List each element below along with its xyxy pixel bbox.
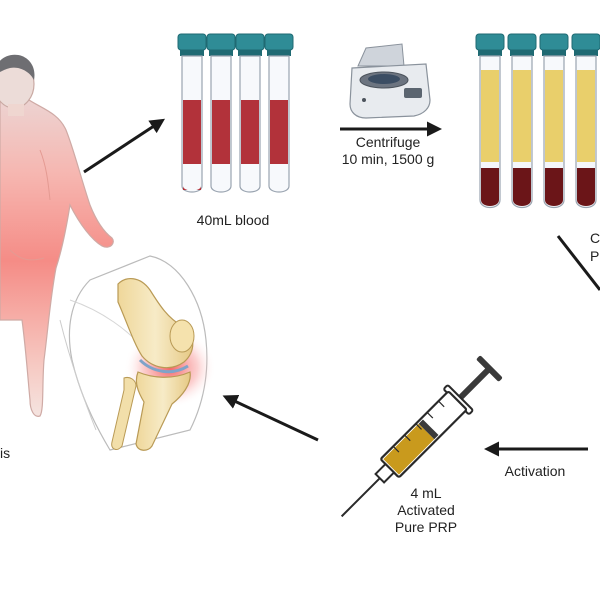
cropped-left-label: is (0, 445, 11, 461)
cropped-right-label-1: C (590, 230, 600, 246)
separated-tube-icon (539, 33, 569, 209)
flow-arrows (83, 118, 600, 457)
blood-tube-icon (235, 33, 265, 193)
centrifuge-label-line2: 10 min, 1500 g (341, 151, 435, 167)
arrow-to-knee (222, 395, 319, 442)
knee-joint-icon (59, 255, 216, 451)
prp-dose-line3: Pure PRP (394, 519, 458, 535)
centrifuge-label: Centrifuge 10 min, 1500 g (328, 134, 448, 168)
prp-dose-line1: 4 mL (410, 485, 442, 501)
centrifuge-icon (349, 43, 431, 119)
person-icon (0, 54, 114, 417)
separated-tube-icon (571, 33, 600, 209)
separated-tube-icon (475, 33, 505, 209)
separated-tube-group (475, 33, 600, 209)
arrow-body-to-blood (83, 118, 166, 174)
arrow-separation-out (556, 235, 600, 291)
prp-dose-line2: Activated (397, 502, 455, 518)
centrifuge-label-line1: Centrifuge (355, 134, 421, 150)
prp-dose-label: 4 mL Activated Pure PRP (376, 485, 476, 536)
blood-tube-group (177, 33, 294, 193)
cropped-right-label-2: P (590, 248, 600, 264)
syringe-icon (340, 355, 503, 518)
blood-tube-icon (177, 33, 207, 193)
activation-label: Activation (504, 463, 566, 479)
blood-tube-icon (206, 33, 236, 193)
separated-tube-icon (507, 33, 537, 209)
blood-tube-icon (264, 33, 294, 193)
blood-volume-label: 40mL blood (196, 212, 270, 228)
